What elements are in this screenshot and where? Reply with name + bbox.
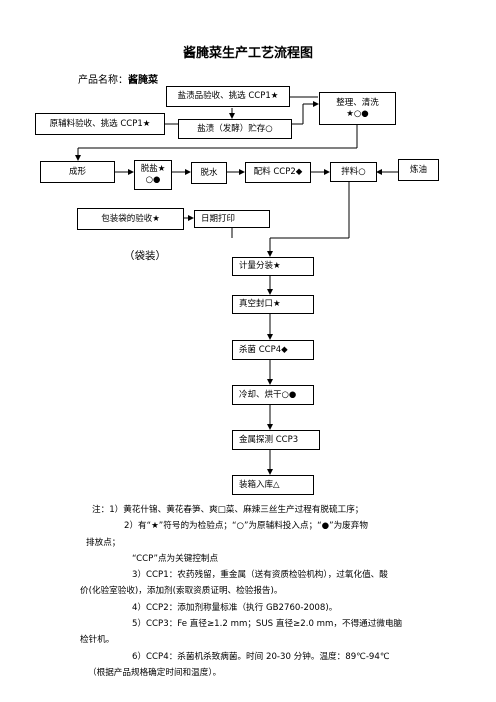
- box-salted-inspect: 盐渍品验收、挑选 CCP1★: [166, 86, 290, 107]
- note-line: 检针机。: [80, 635, 115, 646]
- package-note: （袋装）: [124, 250, 166, 262]
- box-raw-inspect: 原辅料验收、挑选 CCP1★: [35, 113, 165, 135]
- box-oil: 炼油: [398, 159, 439, 181]
- desalt-label: 脱盐★: [140, 164, 166, 175]
- product-label: 产品名称：: [78, 75, 128, 86]
- note-line: 6）CCP4：杀菌机杀致病菌。时间 20-30 分钟。温度：89℃-94℃: [132, 651, 390, 662]
- box-bag-inspect: 包装袋的验收★: [77, 208, 184, 230]
- box-vacuum: 真空封口★: [232, 295, 314, 314]
- box-dewater: 脱水: [191, 162, 227, 184]
- box-box-store: 装箱入库△: [232, 475, 314, 495]
- product-value: 酱腌菜: [128, 75, 158, 86]
- box-clean: 整理、清洗 ★○●: [319, 92, 396, 125]
- note-line: 5）CCP3：Fe 直径≥1.2 mm；SUS 直径≥2.0 mm，不得通过微电…: [132, 619, 403, 630]
- note-line: （根据产品规格确定时间和温度）。: [88, 667, 222, 678]
- note-line: 3）CCP1：农药残留，重金属（送有资质检验机构），过氧化值、酸: [132, 570, 388, 581]
- note-line: 2）有“★”符号的为检验点；“○”为原辅料投入点；“●”为废弃物: [124, 521, 368, 532]
- box-batch: 配料 CCP2◆: [245, 162, 311, 183]
- box-cool-dry: 冷却、烘干○●: [232, 385, 314, 405]
- clean-symbols: ★○●: [346, 108, 369, 119]
- box-form: 成形: [40, 161, 115, 183]
- box-sterilize: 杀菌 CCP4◆: [232, 340, 314, 360]
- product-name: 产品名称：酱腌菜: [78, 71, 158, 86]
- box-metal-detect: 金属探测 CCP3: [232, 430, 320, 450]
- note-line: 注：1）黄花什锦、黄花春笋、爽□菜、麻辣三丝生产过程有脱硫工序；: [92, 505, 364, 515]
- box-salt-ferment: 盐渍（发酵）贮存○: [178, 119, 292, 139]
- note-line: 4）CCP2：添加剂称量标准（执行 GB2760-2008)。: [132, 602, 338, 613]
- footnotes: 注：1）黄花什锦、黄花春笋、爽□菜、麻辣三丝生产过程有脱硫工序； 2）有“★”符…: [80, 502, 422, 681]
- note-line: “CCP”点为关键控制点: [132, 553, 219, 564]
- box-portion: 计量分装★: [232, 257, 314, 276]
- clean-label: 整理、清洗: [336, 97, 379, 108]
- box-mix: 拌料○: [330, 162, 377, 182]
- note-line: 排放点；: [86, 537, 121, 548]
- box-desalt: 脱盐★ ○●: [134, 160, 172, 190]
- box-date-print: 日期打印: [194, 210, 270, 228]
- page-title: 酱腌菜生产工艺流程图: [182, 46, 313, 61]
- note-line: 价(化验室验收)，添加剂(索取资质证明、检验报告)。: [80, 586, 283, 597]
- desalt-symbols: ○●: [145, 175, 161, 185]
